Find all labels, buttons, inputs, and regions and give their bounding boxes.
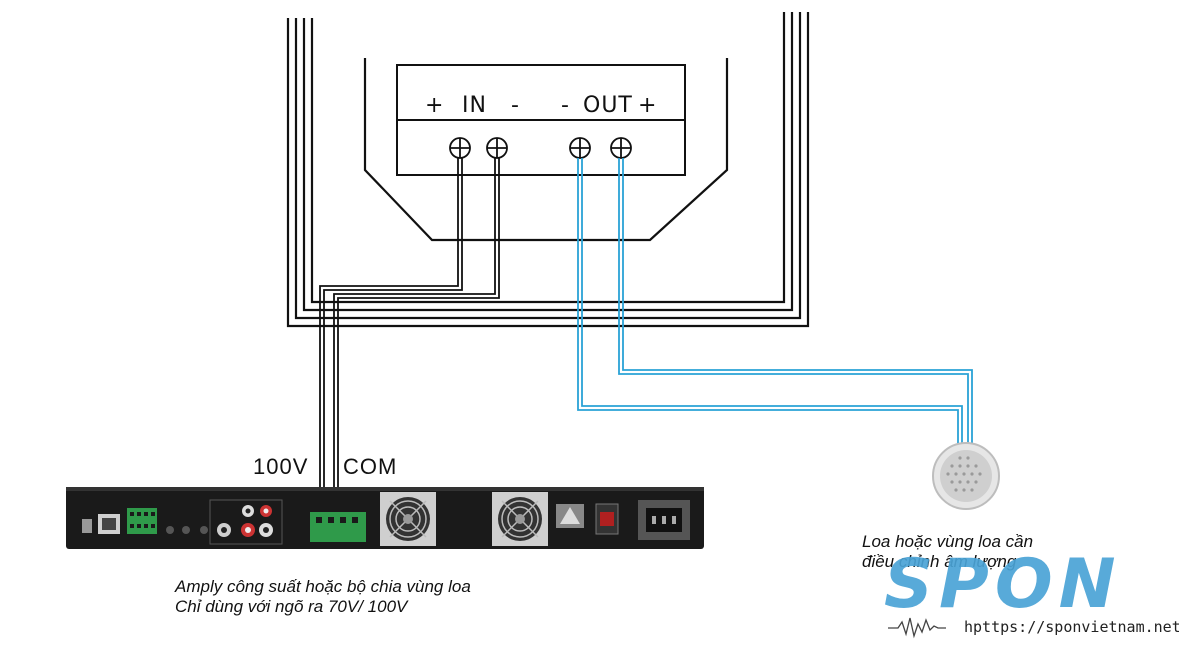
website-url: hpttps://sponvietnam.net: [964, 618, 1179, 636]
terminal-housing-outline: [363, 58, 729, 242]
terminal-screw-icon: [449, 137, 471, 159]
power-switch-icon: [595, 503, 619, 535]
terminal-out-label: OUT: [583, 93, 633, 118]
output-wire-plus: [618, 158, 973, 446]
output-wire-minus: [577, 158, 963, 446]
label-100v: 100V: [253, 454, 308, 479]
terminal-out-plus: +: [638, 93, 657, 118]
label-com: COM: [343, 454, 397, 479]
terminal-in-minus: -: [511, 93, 520, 118]
terminal-screw-icon: [486, 137, 508, 159]
input-wire-100v: [319, 158, 463, 510]
terminal-screw-icon: [610, 137, 632, 159]
terminal-block: [396, 64, 686, 176]
terminal-out-minus: -: [561, 93, 570, 118]
amplifier-caption-line1: Amply công suất hoặc bộ chia vùng loa: [175, 577, 471, 596]
speaker-caption-line2: điều chỉnh âm lượng: [862, 552, 1017, 571]
fan-icon: [492, 492, 548, 546]
fan-icon: [380, 492, 436, 546]
amplifier-rear-panel: [66, 487, 704, 549]
terminal-in-label: IN: [462, 93, 487, 118]
terminal-screw-icon: [569, 137, 591, 159]
sound-wave-icon: [888, 617, 946, 639]
speaker-caption-line1: Loa hoặc vùng loa cần: [862, 532, 1034, 551]
power-socket-icon: [638, 500, 690, 540]
ceiling-speaker-icon: [932, 442, 1000, 510]
amplifier-caption-line2: Chỉ dùng với ngõ ra 70V/ 100V: [175, 597, 408, 616]
terminal-in-plus: +: [425, 93, 444, 118]
input-wire-com: [333, 158, 500, 510]
volume-control-housing: [286, 12, 810, 328]
spon-logo: SPON: [884, 545, 1122, 624]
amplifier-caption: Amply công suất hoặc bộ chia vùng loa Ch…: [175, 577, 471, 617]
speaker-caption: Loa hoặc vùng loa cần điều chỉnh âm lượn…: [862, 532, 1033, 572]
